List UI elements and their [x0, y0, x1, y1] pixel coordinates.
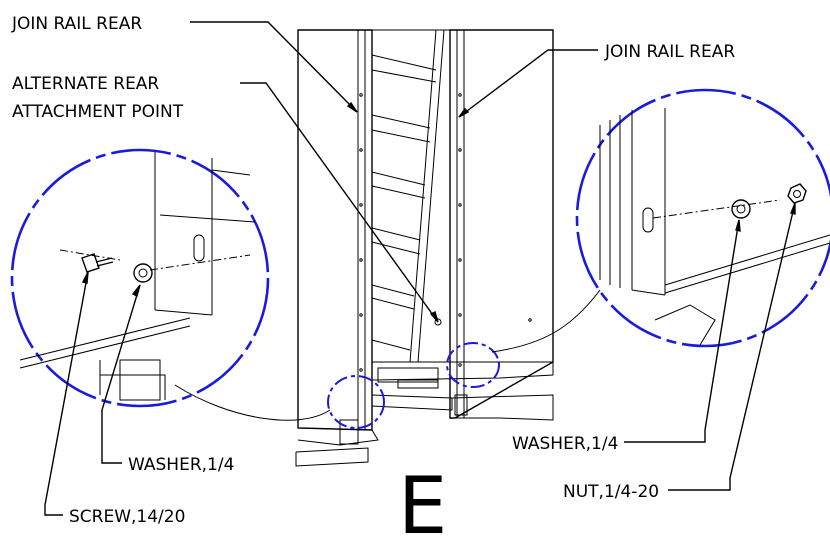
detail-circle-small-right [446, 342, 500, 388]
label-attachment-point: ATTACHMENT POINT [12, 102, 184, 122]
label-join-rail-rear-left: JOIN RAIL REAR [11, 14, 142, 34]
detail-circle-left [10, 148, 270, 408]
view-letter: E [398, 462, 447, 539]
label-washer-right: WASHER,1/4 [512, 434, 618, 454]
label-nut: NUT,1/4-20 [563, 482, 659, 502]
label-screw: SCREW,14/20 [69, 507, 185, 527]
label-alternate-rear: ALTERNATE REAR [12, 74, 159, 94]
label-washer-left: WASHER,1/4 [128, 455, 234, 475]
leader-lines [44, 21, 796, 516]
cabinet-assembly [295, 29, 554, 467]
detail-circle-right [575, 88, 830, 348]
washer-right-icon [731, 199, 751, 219]
detail-circle-small-left [327, 375, 385, 429]
detail-connector-left [174, 384, 331, 421]
right-detail-view [575, 88, 830, 348]
nut-icon [787, 183, 807, 204]
left-detail-view [10, 148, 270, 408]
right-cabinet-panel [449, 29, 554, 419]
detail-connector-right [491, 289, 601, 353]
label-join-rail-rear-right: JOIN RAIL REAR [604, 42, 735, 62]
washer-left-icon [133, 263, 153, 283]
screw-icon [81, 253, 114, 273]
